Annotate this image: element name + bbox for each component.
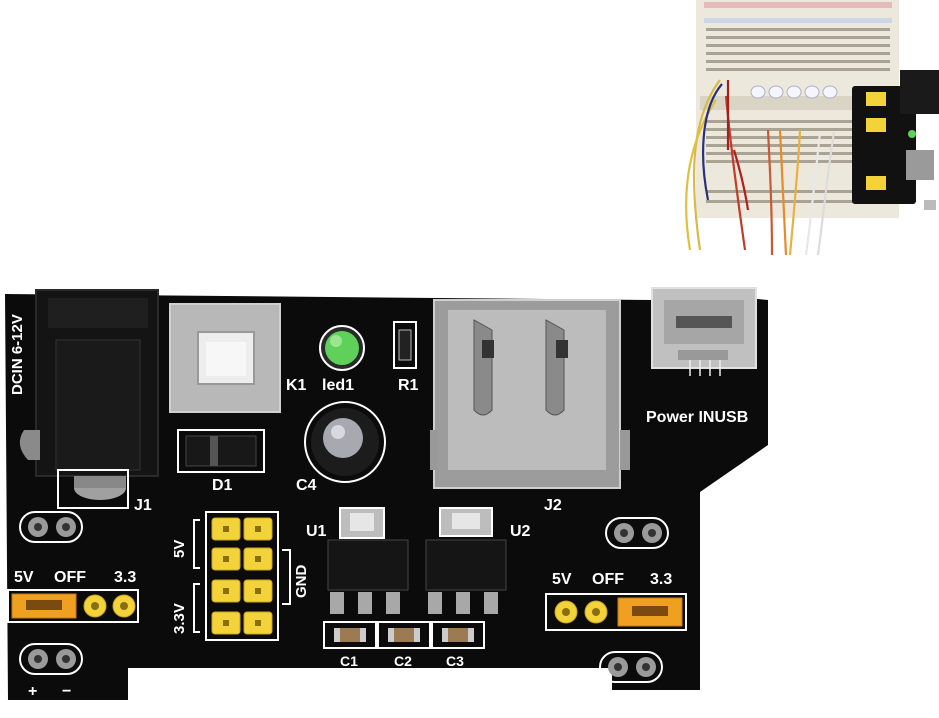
left-voltage-jumper[interactable] (7, 589, 139, 623)
right-minus-label: − (644, 695, 653, 712)
c4-outline (304, 401, 386, 483)
r1-outline (393, 321, 417, 369)
left-plus-label: + (28, 683, 37, 700)
power-switch[interactable] (169, 303, 281, 413)
u1-label: U1 (306, 523, 327, 540)
left-rail-pads-bottom (19, 643, 83, 675)
power-supply-module: DCIN 6-12V J1 K1 led1 R1 C4 D1 (5, 287, 768, 712)
right-plus-label: + (610, 695, 619, 712)
header-33v-label: 3.3V (171, 603, 188, 634)
regulator-u2 (425, 507, 507, 614)
j2-label: J2 (544, 497, 562, 514)
left-33-label: 3.3 (114, 569, 136, 586)
header-5v-label: 5V (171, 540, 188, 558)
left-off-label: OFF (54, 569, 86, 586)
c1-label: C1 (340, 653, 358, 669)
right-voltage-jumper[interactable] (545, 593, 687, 631)
right-rail-pads-bottom (599, 651, 663, 683)
capacitor-c4 (323, 418, 363, 458)
left-minus-label: − (62, 683, 71, 700)
regulator-u1 (327, 507, 409, 614)
j1-outline (57, 469, 129, 509)
output-header-pins (193, 511, 291, 641)
right-rail-pads-top (605, 517, 669, 549)
k1-label: K1 (286, 377, 307, 394)
smd-capacitors (323, 621, 485, 649)
d1-label: D1 (212, 477, 233, 494)
power-in-usb-label: Power INUSB (646, 409, 748, 426)
j1-label: J1 (134, 497, 152, 514)
r1-label: R1 (398, 377, 419, 394)
c3-label: C3 (446, 653, 464, 669)
left-5v-label: 5V (14, 569, 34, 586)
u2-label: U2 (510, 523, 531, 540)
right-33-label: 3.3 (650, 571, 672, 588)
right-5v-label: 5V (552, 571, 572, 588)
d1-outline (177, 429, 265, 473)
right-off-label: OFF (592, 571, 624, 588)
dc-in-label: DCIN 6-12V (9, 314, 26, 395)
breadboard-inset-photo (685, 0, 939, 256)
left-rail-pads-top (19, 511, 83, 543)
diode-d1 (185, 435, 257, 467)
micro-usb-port[interactable] (651, 287, 757, 376)
header-gnd-label: GND (293, 565, 310, 599)
usb-a-port[interactable] (430, 299, 630, 489)
c2-label: C2 (394, 653, 412, 669)
dc-barrel-jack (19, 289, 159, 500)
led1-label: led1 (322, 377, 354, 394)
c4-label: C4 (296, 477, 317, 494)
power-led (325, 331, 359, 365)
resistor-r1 (398, 329, 412, 361)
